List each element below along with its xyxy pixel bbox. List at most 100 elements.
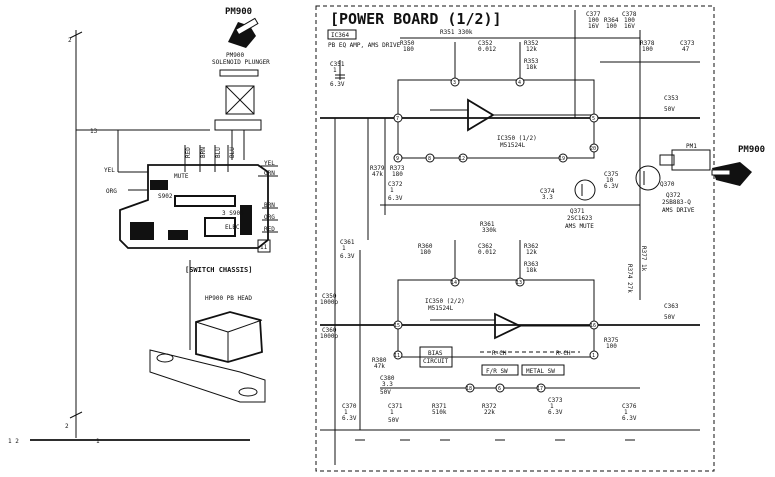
r371-value: 510k <box>432 409 447 416</box>
power-board-outline <box>315 5 715 472</box>
bottom-connector-label: 1 2 <box>8 438 19 445</box>
connector-label-2b: 2 <box>65 423 69 430</box>
r353-label: R353 <box>524 58 539 65</box>
ic364-box <box>327 29 357 40</box>
ams-mute-label: AMS MUTE <box>565 223 594 230</box>
r364-label: R364 <box>604 17 619 24</box>
r351-label: R351 330k <box>440 29 473 36</box>
q371-part: 2SC1623 <box>567 215 593 222</box>
c370-label: C370 <box>342 403 357 410</box>
c363-label: C363 <box>664 303 679 310</box>
pin-15-lower: 15 <box>394 323 400 329</box>
c350-label: C350 <box>322 293 337 300</box>
pb-head-bracket <box>149 349 266 403</box>
power-board-title: [POWER BOARD (1/2)] <box>330 10 502 28</box>
pm1-box <box>671 149 711 171</box>
wire-blu2: BLU <box>229 147 236 158</box>
c373b-voltage: 6.3V <box>548 409 563 416</box>
r379-label: R379 <box>370 165 385 172</box>
pin-14-lower: 14 <box>451 280 457 286</box>
rch-label-1: R-CH <box>492 350 507 357</box>
c376-value: 1 <box>624 409 628 416</box>
chassis-pad <box>150 180 168 190</box>
fr-sw-box <box>481 364 519 376</box>
pin-7-upper: 7 <box>396 116 399 122</box>
wire-brn: BRN <box>200 147 207 158</box>
left-connector-area: 2 13 2 1 2 1 <box>8 30 250 445</box>
pin-5-upper: 5 <box>592 116 595 122</box>
c360-value: 1000p <box>320 333 338 340</box>
r378-label: R378 <box>640 40 655 47</box>
power-board: [POWER BOARD (1/2)] IC364 PB EQ AMP, AMS… <box>315 5 715 472</box>
solenoid-body <box>225 85 255 115</box>
plunger-label-1: PM900 <box>226 52 244 59</box>
c371-label: C371 <box>388 403 403 410</box>
c378-value: 100 <box>624 17 635 24</box>
c377-label: C377 <box>586 11 601 18</box>
opamp-lower <box>494 312 523 340</box>
c374-label: C374 <box>540 188 555 195</box>
r360-value: 180 <box>420 249 431 256</box>
pin-20-upper: 20 <box>590 146 596 152</box>
connector-label-13: 13 <box>90 128 98 135</box>
fr-sw-label: F/R SW <box>486 368 508 375</box>
pin-8-upper: 8 <box>428 156 431 162</box>
r362-label: R362 <box>524 243 539 250</box>
pin-16-lower: 16 <box>590 323 596 329</box>
pm900-right: PM900 <box>711 145 765 186</box>
r378-value: 100 <box>642 46 653 53</box>
s902-label: S902 <box>158 193 173 200</box>
c372-voltage: 6.3V <box>388 195 403 202</box>
r373-label: R373 <box>390 165 405 172</box>
pointing-hand-icon-right <box>712 162 752 186</box>
wire-red: RED <box>185 147 192 158</box>
r380-value: 47k <box>374 363 385 370</box>
plunger-label-2: SOLENOID PLUNGER <box>212 59 270 66</box>
wire-brn2: BRN <box>264 202 275 209</box>
c361-label: C361 <box>340 239 355 246</box>
r379-value: 47k <box>372 171 383 178</box>
wire-blu: BLU <box>215 147 222 158</box>
s903-label: 3 S903 <box>222 210 244 217</box>
pin-1-lower: 1 <box>592 353 595 359</box>
r377-label: R377 1k <box>640 246 647 272</box>
c351-label: C351 <box>330 61 345 68</box>
c372-value: 1 <box>390 187 394 194</box>
plunger-cap <box>219 69 259 77</box>
bias-circuit-box <box>419 346 453 368</box>
wire-yel-left: YEL <box>104 167 115 174</box>
pb-eq-label: PB EQ AMP, AMS DRIVE <box>328 42 401 49</box>
q370-label: Q370 <box>660 181 675 188</box>
chassis-board <box>119 164 269 249</box>
r375-value: 100 <box>606 343 617 350</box>
c380-value: 3.3 <box>382 381 393 388</box>
c350-value: 1000p <box>320 299 338 306</box>
bias-label-2: CIRCUIT <box>423 358 449 365</box>
c351-voltage: 6.3V <box>330 81 345 88</box>
wire-org: ORG <box>264 214 275 221</box>
pin-9-upper: 9 <box>396 156 399 162</box>
wire-red2: RED <box>264 226 275 233</box>
q372-label: Q372 <box>666 192 681 199</box>
c370-voltage: 6.3V <box>342 415 357 422</box>
c378-label: C378 <box>622 11 637 18</box>
ic350-1-label: IC350 (1/2) <box>497 135 537 142</box>
r372-value: 22k <box>484 409 495 416</box>
connector-label-1: 1 <box>96 438 100 445</box>
metal-sw-label: METAL SW <box>526 368 555 375</box>
c370-value: 1 <box>344 409 348 416</box>
wire-org-left: ORG <box>106 188 117 195</box>
c353-label: C353 <box>664 95 679 102</box>
c375-value: 10 <box>606 177 614 184</box>
rch-label-2: R-CH <box>556 350 571 357</box>
pin-6-lower: 6 <box>498 386 501 392</box>
c376-voltage: 6.3V <box>622 415 637 422</box>
pm900-label-right: PM900 <box>738 145 765 155</box>
r350-label: R350 <box>400 40 415 47</box>
r352-label: R352 <box>524 40 539 47</box>
c352-value: 0.012 <box>478 46 496 53</box>
wire-yel: YEL <box>264 160 275 167</box>
pb-head-body <box>195 311 263 363</box>
pm1-label: PM1 <box>686 143 697 150</box>
r380-label: R380 <box>372 357 387 364</box>
